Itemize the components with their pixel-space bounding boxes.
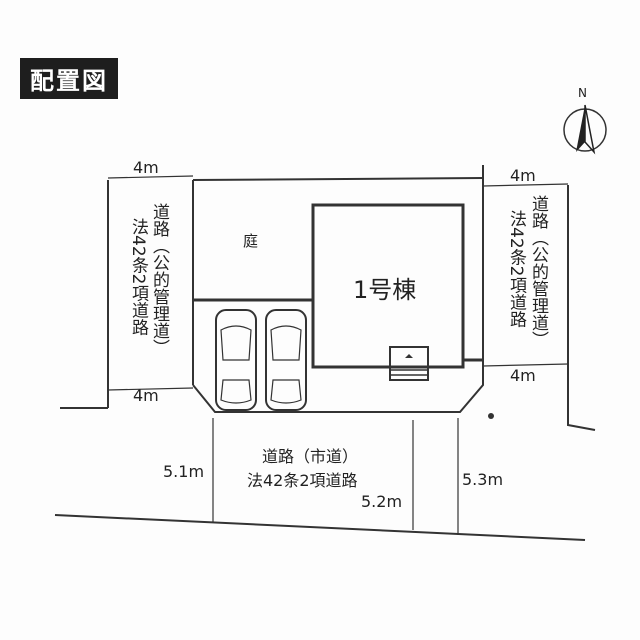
dimension-left-bottom (107, 387, 194, 391)
front-road-edge (54, 514, 586, 541)
left-road-width-top: 4m (133, 158, 159, 177)
right-road-width-bottom: 4m (510, 366, 536, 385)
right-road-label-1: 道路（公的管理道） (528, 195, 548, 348)
left-road-label-1: 道路（公的管理道） (149, 203, 169, 356)
dimension-right-bottom (482, 363, 569, 367)
dimension-left-top (107, 175, 194, 179)
building-label: 1号棟 (353, 276, 417, 304)
car-2 (265, 309, 307, 411)
front-road-width-right: 5.3m (462, 470, 504, 489)
entrance-arrow-icon (405, 354, 413, 358)
right-road-width-top: 4m (510, 166, 536, 185)
north-label: N (578, 86, 587, 100)
left-road-label-2: 法42条2項道路 (128, 218, 148, 336)
left-road-width-bottom: 4m (133, 386, 159, 405)
garden-label: 庭 (243, 232, 259, 250)
north-arrow-icon (563, 104, 607, 155)
page-title: 配置図 (20, 58, 118, 99)
front-road-label-1: 道路（市道） (262, 447, 359, 466)
front-road-width-mid: 5.2m (361, 492, 403, 511)
right-road-label-2: 法42条2項道路 (506, 210, 526, 328)
lot-boundary (192, 177, 484, 413)
dimension-right-top (482, 183, 569, 187)
front-road-label-2: 法42条2項道路 (247, 471, 358, 490)
house-outline (311, 203, 465, 369)
right-road-boundary (482, 165, 596, 431)
front-road-width-left: 5.1m (163, 462, 205, 481)
entrance (389, 346, 429, 381)
utility-mark-icon (488, 413, 494, 419)
car-1 (215, 309, 257, 411)
left-road-boundary (60, 180, 194, 409)
